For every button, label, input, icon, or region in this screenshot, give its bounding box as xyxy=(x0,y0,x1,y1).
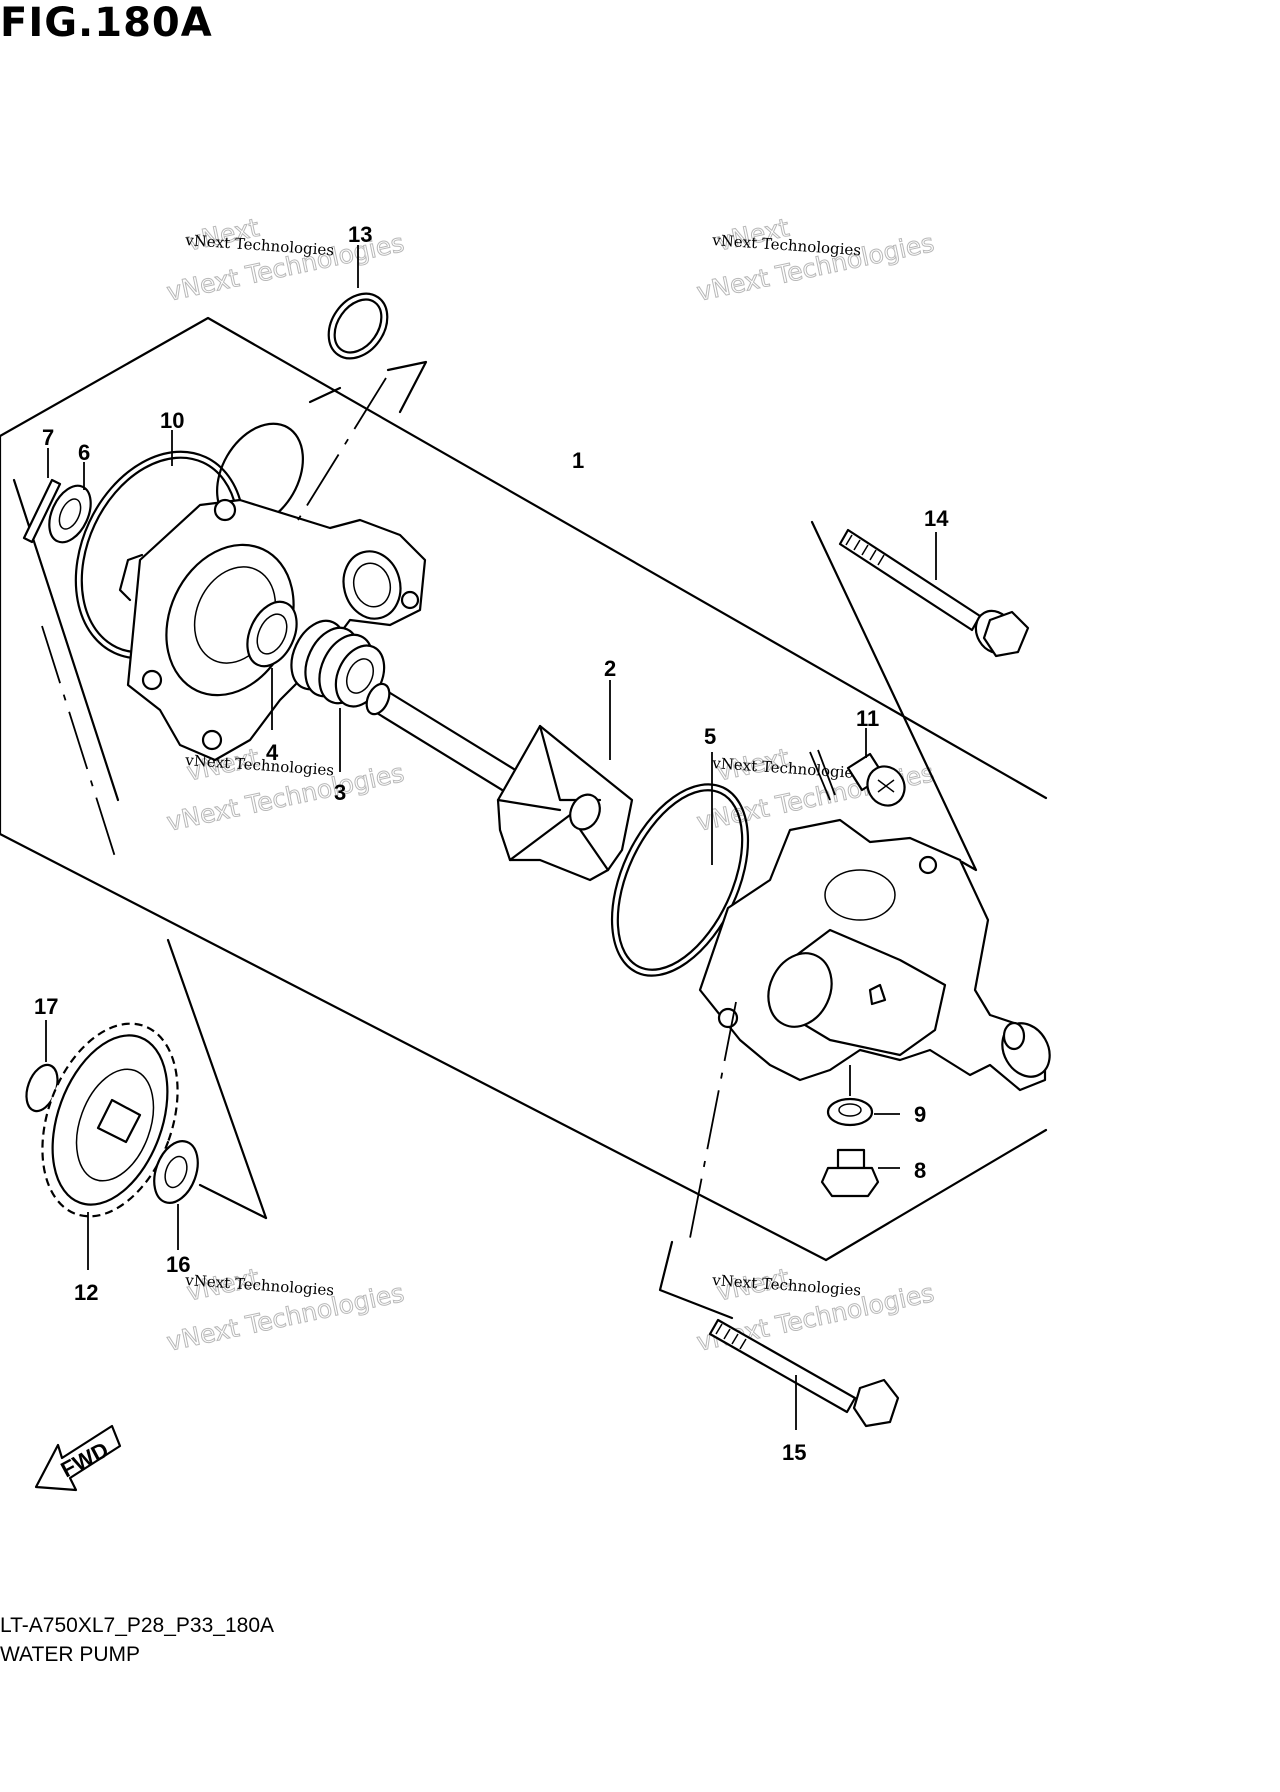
centerlines xyxy=(41,377,831,1239)
washer-9 xyxy=(826,1065,900,1127)
part-label-12: 12 xyxy=(74,1280,98,1305)
figure-title: FIG.180A xyxy=(0,0,213,46)
svg-text:vNext Technologies: vNext Technologies xyxy=(711,231,862,259)
pump-case xyxy=(698,818,1051,1092)
washer-6 xyxy=(48,462,92,544)
figure-code: LT-A750XL7_P28_P33_180A xyxy=(0,1614,275,1637)
mechanical-seal-3 xyxy=(290,619,386,772)
part-label-1: 1 xyxy=(572,448,584,473)
drain-plug-8 xyxy=(820,1148,900,1198)
part-labels: 13 7 6 10 1 14 2 5 11 4 3 9 8 17 16 12 1… xyxy=(34,222,949,1465)
impeller-shaft-2 xyxy=(365,680,634,882)
gear-12 xyxy=(41,1022,179,1270)
part-label-17: 17 xyxy=(34,994,58,1019)
part-label-10: 10 xyxy=(160,408,184,433)
bolt-14 xyxy=(810,520,1030,872)
part-label-9: 9 xyxy=(914,1102,926,1127)
part-label-7: 7 xyxy=(42,425,54,450)
part-label-16: 16 xyxy=(166,1252,190,1277)
bolt-15 xyxy=(658,1240,900,1430)
forward-direction-arrow: FWD xyxy=(34,1424,122,1492)
part-label-8: 8 xyxy=(914,1158,926,1183)
part-label-6: 6 xyxy=(78,440,90,465)
part-label-2: 2 xyxy=(604,656,616,681)
part-label-15: 15 xyxy=(782,1440,806,1465)
part-label-11: 11 xyxy=(856,706,879,731)
oil-seal-4 xyxy=(246,600,298,730)
part-label-4: 4 xyxy=(266,740,279,765)
part-label-5: 5 xyxy=(704,724,716,749)
o-ring-13 xyxy=(327,245,389,360)
dowel-pin-7 xyxy=(22,448,62,544)
part-label-13: 13 xyxy=(348,222,372,247)
figure-name: WATER PUMP xyxy=(0,1643,140,1666)
washer-16 xyxy=(153,1140,199,1250)
part-label-14: 14 xyxy=(924,506,949,531)
screw-11 xyxy=(817,728,906,807)
watermark-text: vNext Technologies xyxy=(184,231,335,259)
part-label-3: 3 xyxy=(334,780,346,805)
